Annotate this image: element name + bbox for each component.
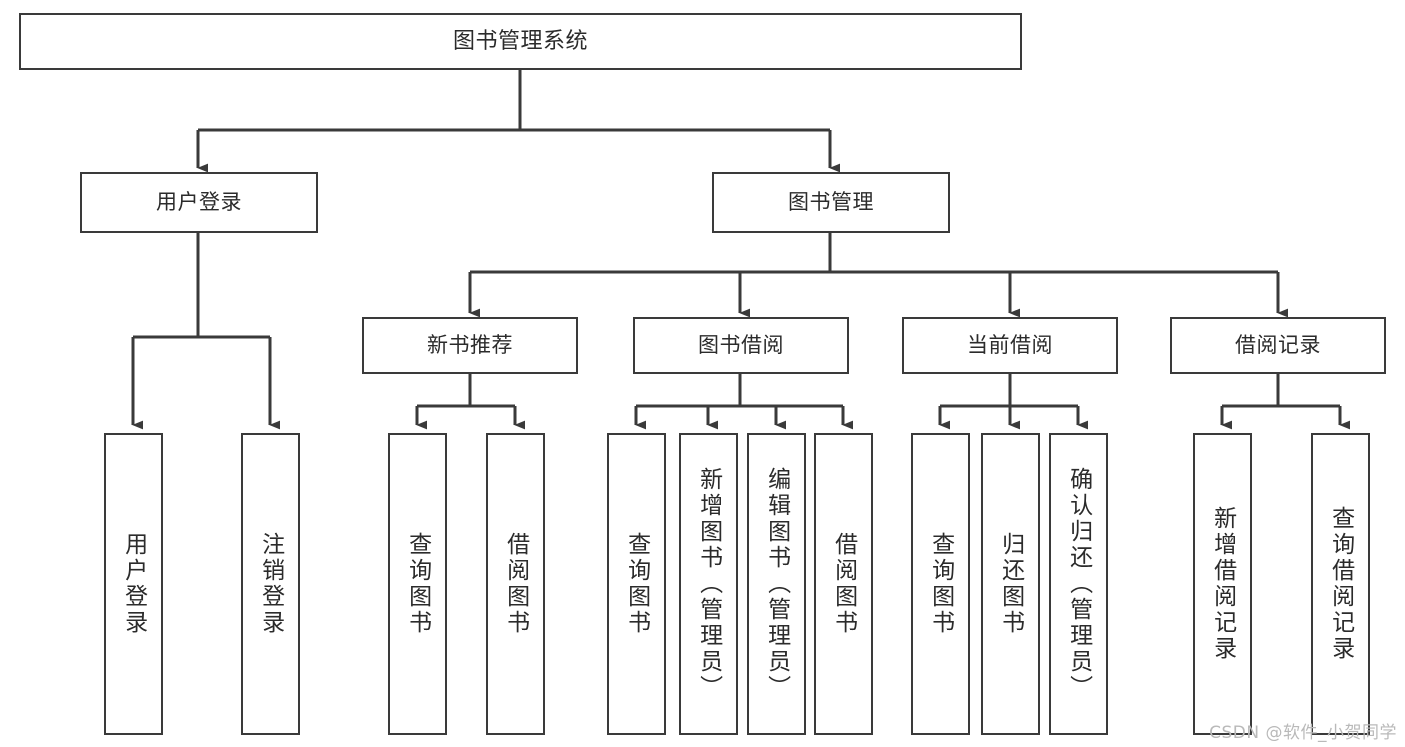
watermark-text: CSDN @软件_小贺同学 — [1209, 723, 1397, 743]
leaf-borrow-query-book[interactable]: 查询图书 — [607, 433, 666, 735]
node-label: 新增借阅记录 — [1209, 506, 1236, 662]
node-new-book-recommendation[interactable]: 新书推荐 — [362, 317, 578, 374]
node-label: 新增图书（管理员） — [695, 467, 722, 701]
node-label: 用户登录 — [156, 190, 242, 215]
node-label: 确认归还（管理员） — [1065, 467, 1092, 701]
node-label: 用户登录 — [120, 532, 147, 636]
leaf-new-book-borrow-book[interactable]: 借阅图书 — [486, 433, 545, 735]
node-book-management[interactable]: 图书管理 — [712, 172, 950, 233]
leaf-record-add-record[interactable]: 新增借阅记录 — [1193, 433, 1252, 735]
node-label: 归还图书 — [997, 532, 1024, 636]
node-borrowing-record[interactable]: 借阅记录 — [1170, 317, 1386, 374]
leaf-borrow-edit-book-admin[interactable]: 编辑图书（管理员） — [747, 433, 806, 735]
node-root-book-management-system[interactable]: 图书管理系统 — [19, 13, 1022, 70]
leaf-current-return-book[interactable]: 归还图书 — [981, 433, 1040, 735]
node-label: 图书借阅 — [698, 333, 784, 358]
leaf-user-login-login[interactable]: 用户登录 — [104, 433, 163, 735]
node-label: 借阅图书 — [830, 532, 857, 636]
node-user-login[interactable]: 用户登录 — [80, 172, 318, 233]
leaf-new-book-query-book[interactable]: 查询图书 — [388, 433, 447, 735]
node-label: 借阅记录 — [1235, 333, 1321, 358]
node-label: 图书管理 — [788, 190, 874, 215]
node-label: 当前借阅 — [967, 333, 1053, 358]
leaf-current-query-book[interactable]: 查询图书 — [911, 433, 970, 735]
node-label: 借阅图书 — [502, 532, 529, 636]
leaf-user-login-logout[interactable]: 注销登录 — [241, 433, 300, 735]
leaf-borrow-add-book-admin[interactable]: 新增图书（管理员） — [679, 433, 738, 735]
node-label: 编辑图书（管理员） — [763, 467, 790, 701]
node-label: 查询图书 — [623, 532, 650, 636]
node-current-borrowing[interactable]: 当前借阅 — [902, 317, 1118, 374]
node-label: 查询图书 — [927, 532, 954, 636]
node-label: 新书推荐 — [427, 333, 513, 358]
node-label: 查询图书 — [404, 532, 431, 636]
leaf-record-query-record[interactable]: 查询借阅记录 — [1311, 433, 1370, 735]
leaf-current-confirm-return-admin[interactable]: 确认归还（管理员） — [1049, 433, 1108, 735]
node-book-borrowing[interactable]: 图书借阅 — [633, 317, 849, 374]
node-label: 注销登录 — [257, 532, 284, 636]
node-label: 查询借阅记录 — [1327, 506, 1354, 662]
node-label: 图书管理系统 — [452, 28, 588, 54]
leaf-borrow-borrow-book[interactable]: 借阅图书 — [814, 433, 873, 735]
